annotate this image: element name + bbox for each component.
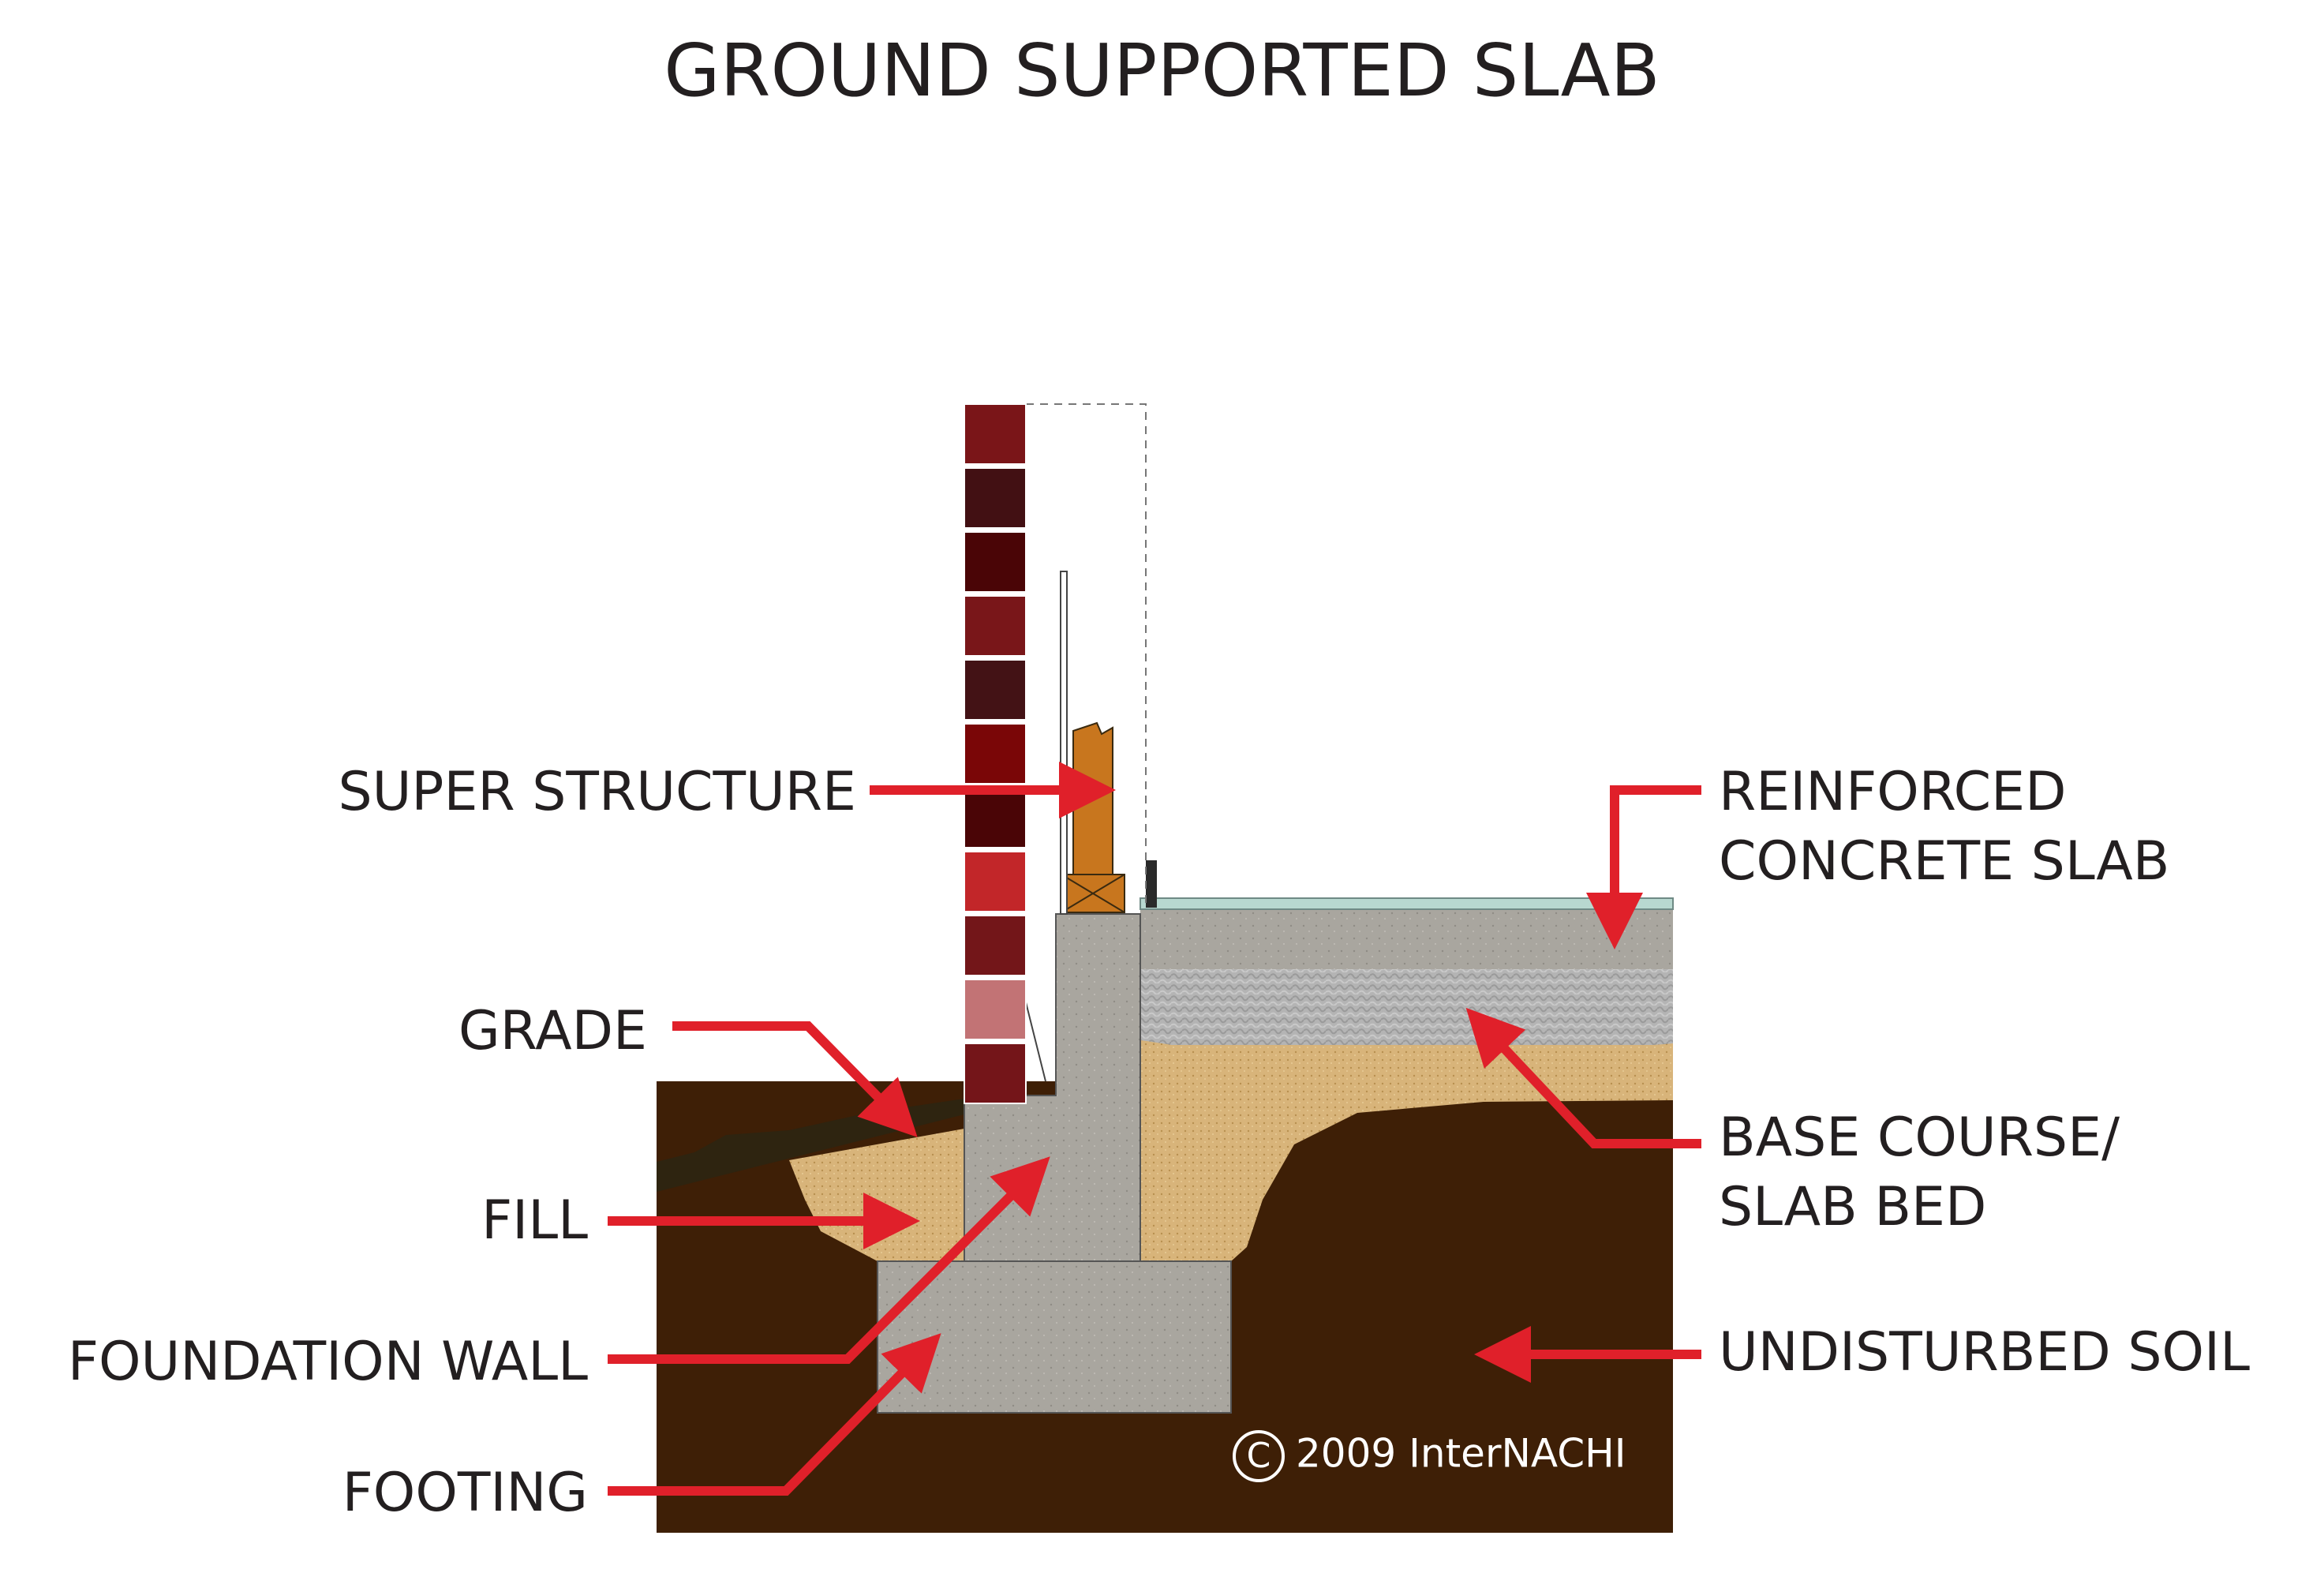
label-foundation-wall: FOUNDATION WALL (67, 1331, 588, 1393)
label-base-course-2: SLAB BED (1719, 1176, 1987, 1238)
brick (964, 403, 1027, 465)
brick (964, 531, 1027, 593)
copyright-icon: C (1233, 1430, 1285, 1482)
arrow-foundation-wall (608, 1156, 1050, 1364)
concrete-slab (1140, 909, 1673, 969)
brick (964, 979, 1027, 1040)
brick (964, 595, 1027, 657)
arrow-grade (672, 1021, 918, 1137)
label-super-structure: SUPER STRUCTURE (338, 761, 857, 823)
anchor (1146, 860, 1157, 908)
label-fill: FILL (481, 1189, 588, 1252)
brick (964, 1043, 1027, 1104)
arrow-base-course (1465, 1007, 1701, 1148)
base-course-region (1140, 969, 1673, 1045)
brick (964, 723, 1027, 785)
label-base-course-1: BASE COURSE/ (1719, 1107, 2120, 1169)
brick-veneer (964, 403, 1027, 1104)
callout-arrows (608, 762, 1701, 1496)
sheathing (1060, 571, 1068, 915)
brick (964, 915, 1027, 976)
slab-sand-region (1140, 1040, 1673, 1261)
brick (964, 467, 1027, 529)
brick (964, 787, 1027, 848)
label-footing: FOOTING (342, 1462, 588, 1524)
diagram-title: GROUND SUPPORTED SLAB (664, 28, 1660, 113)
footing (877, 1260, 1232, 1414)
brick (964, 659, 1027, 721)
label-reinforced-concrete-slab-2: CONCRETE SLAB (1719, 830, 2170, 893)
copyright-text: 2009 InterNACHI (1296, 1430, 1626, 1477)
label-reinforced-concrete-slab-1: REINFORCED (1719, 761, 2067, 823)
wood-stud (1072, 721, 1113, 875)
label-undisturbed-soil: UNDISTURBED SOIL (1719, 1321, 2250, 1384)
arrow-reinforced-slab (1586, 785, 1701, 949)
slab-top-membrane (1140, 897, 1674, 910)
label-grade: GRADE (458, 1000, 647, 1062)
brick (964, 851, 1027, 912)
wall-outline (1026, 403, 1147, 908)
arrow-footing (608, 1333, 941, 1496)
